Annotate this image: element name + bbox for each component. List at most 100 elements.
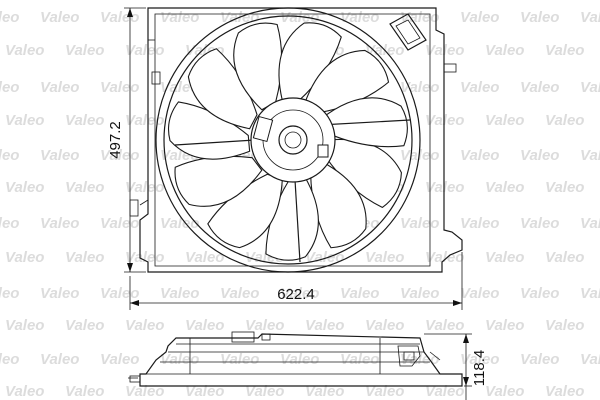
watermark-text: Valeo: [65, 179, 104, 196]
watermark-text: Valeo: [280, 285, 319, 302]
watermark-text: Valeo: [460, 351, 499, 368]
watermark-layer: ValeoValeoValeoValeoValeoValeoValeoValeo…: [0, 9, 600, 400]
motor-housing: [250, 97, 336, 183]
watermark-text: Valeo: [5, 42, 44, 59]
watermark-text: Valeo: [580, 285, 600, 302]
watermark-text: Valeo: [580, 351, 600, 368]
watermark-text: Valeo: [0, 215, 19, 232]
watermark-text: Valeo: [0, 9, 19, 26]
watermark-text: Valeo: [100, 9, 139, 26]
watermark-text: Valeo: [65, 42, 104, 59]
watermark-text: Valeo: [185, 317, 224, 334]
watermark-text: Valeo: [245, 383, 284, 400]
watermark-text: Valeo: [100, 215, 139, 232]
watermark-text: Valeo: [65, 317, 104, 334]
watermark-text: Valeo: [0, 351, 19, 368]
watermark-text: Valeo: [365, 383, 404, 400]
watermark-text: Valeo: [65, 249, 104, 266]
mount-tab: [151, 71, 161, 85]
watermark-text: Valeo: [0, 79, 19, 96]
width-dimension-label: 622.4: [277, 286, 315, 303]
watermark-text: Valeo: [100, 351, 139, 368]
watermark-text: Valeo: [460, 9, 499, 26]
watermark-text: Valeo: [220, 285, 259, 302]
watermark-text: Valeo: [5, 249, 44, 266]
watermark-text: Valeo: [485, 249, 524, 266]
height-dimension: 497.2: [107, 7, 146, 273]
watermark-text: Valeo: [100, 79, 139, 96]
watermark-text: Valeo: [520, 285, 559, 302]
front-view: [129, 7, 463, 273]
watermark-text: Valeo: [160, 351, 199, 368]
watermark-text: Valeo: [160, 9, 199, 26]
shroud-tab-line: [139, 199, 149, 206]
motor-struts: [174, 119, 411, 263]
watermark-text: Valeo: [460, 285, 499, 302]
watermark-text: Valeo: [305, 317, 344, 334]
fan-ring-outer: [155, 7, 421, 273]
watermark-text: Valeo: [400, 351, 439, 368]
watermark-text: Valeo: [425, 179, 464, 196]
watermark-text: Valeo: [400, 215, 439, 232]
height-dimension-label: 497.2: [107, 121, 124, 159]
watermark-text: Valeo: [280, 351, 319, 368]
watermark-text: Valeo: [545, 42, 584, 59]
watermark-text: Valeo: [40, 147, 79, 164]
watermark-text: Valeo: [425, 383, 464, 400]
depth-dimension: 118.4: [424, 333, 488, 400]
shroud-inner-frame: [154, 13, 431, 267]
watermark-text: Valeo: [580, 79, 600, 96]
watermark-text: Valeo: [185, 249, 224, 266]
watermark-text: Valeo: [65, 112, 104, 129]
watermark-text: Valeo: [125, 317, 164, 334]
watermark-text: Valeo: [520, 215, 559, 232]
watermark-text: Valeo: [5, 317, 44, 334]
watermark-text: Valeo: [220, 351, 259, 368]
mount-tab: [129, 199, 139, 217]
watermark-text: Valeo: [425, 42, 464, 59]
depth-dimension-label: 118.4: [471, 350, 488, 386]
electrical-connector: [389, 13, 427, 51]
watermark-text: Valeo: [0, 147, 19, 164]
watermark-text: Valeo: [125, 179, 164, 196]
watermark-text: Valeo: [485, 179, 524, 196]
watermark-text: Valeo: [280, 9, 319, 26]
watermark-text: Valeo: [485, 383, 524, 400]
watermark-text: Valeo: [65, 383, 104, 400]
width-dimension: 622.4: [129, 252, 463, 310]
watermark-text: Valeo: [545, 383, 584, 400]
watermark-text: Valeo: [40, 285, 79, 302]
watermark-text: Valeo: [100, 285, 139, 302]
watermark-text: Valeo: [365, 317, 404, 334]
watermark-text: Valeo: [485, 317, 524, 334]
watermark-text: Valeo: [5, 112, 44, 129]
watermark-text: Valeo: [545, 179, 584, 196]
watermark-text: Valeo: [520, 79, 559, 96]
watermark-text: Valeo: [425, 317, 464, 334]
watermark-text: Valeo: [0, 285, 19, 302]
shroud-outline: [139, 7, 463, 273]
watermark-text: Valeo: [460, 215, 499, 232]
watermark-text: Valeo: [125, 383, 164, 400]
watermark-text: Valeo: [485, 42, 524, 59]
watermark-text: Valeo: [40, 9, 79, 26]
mount-tab: [443, 63, 457, 73]
watermark-text: Valeo: [520, 351, 559, 368]
watermark-text: Valeo: [545, 112, 584, 129]
watermark-text: Valeo: [400, 9, 439, 26]
watermark-text: Valeo: [40, 215, 79, 232]
watermark-text: Valeo: [545, 317, 584, 334]
watermark-text: Valeo: [460, 147, 499, 164]
watermark-text: Valeo: [580, 147, 600, 164]
watermark-text: Valeo: [545, 249, 584, 266]
watermark-text: Valeo: [40, 351, 79, 368]
watermark-text: Valeo: [185, 383, 224, 400]
watermark-text: Valeo: [160, 215, 199, 232]
watermark-text: Valeo: [305, 383, 344, 400]
watermark-text: Valeo: [520, 9, 559, 26]
watermark-text: Valeo: [365, 249, 404, 266]
watermark-text: Valeo: [485, 112, 524, 129]
watermark-text: Valeo: [340, 285, 379, 302]
watermark-text: Valeo: [340, 9, 379, 26]
